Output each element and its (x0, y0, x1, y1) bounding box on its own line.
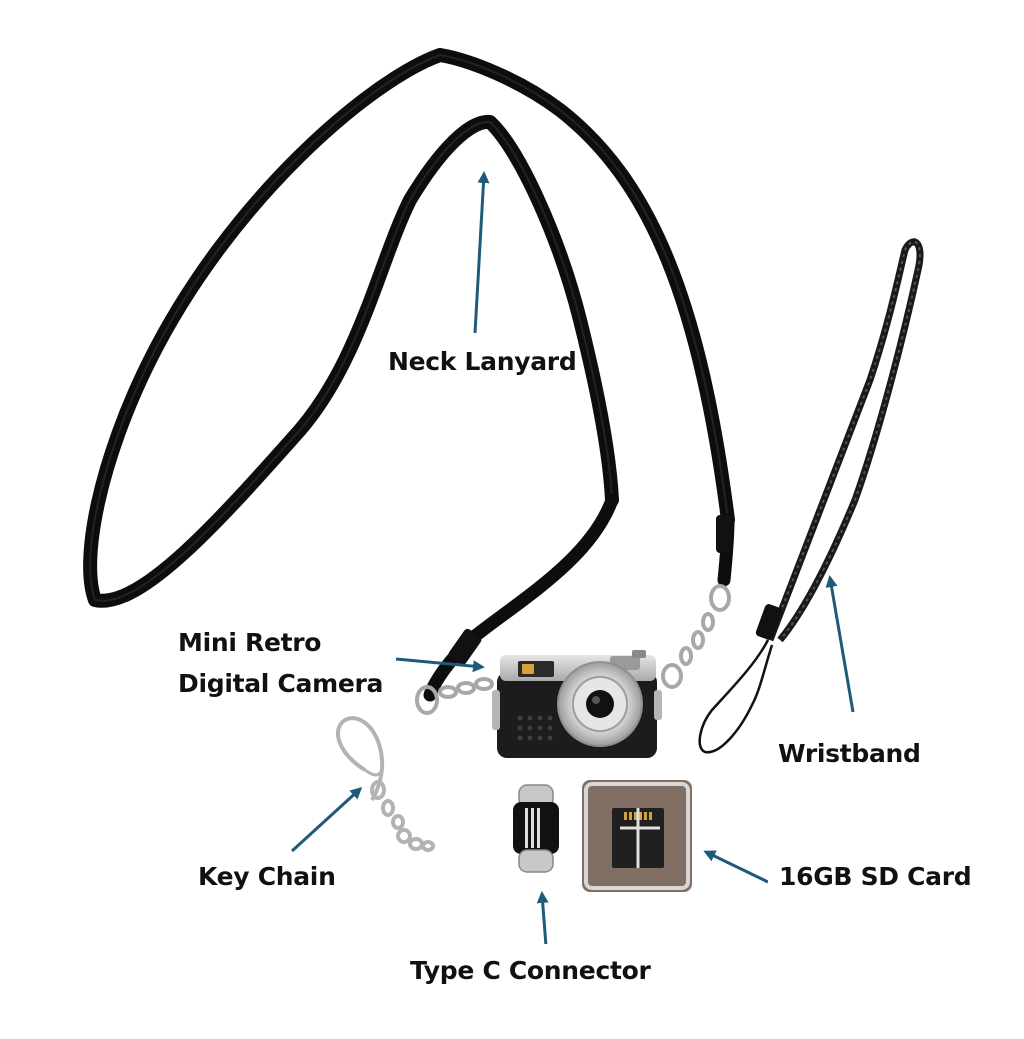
arrow-wristband (825, 575, 855, 713)
annotation-arrows (290, 171, 855, 947)
mini-retro-camera (492, 650, 662, 758)
camera-label-line2: Digital Camera (178, 669, 384, 698)
arrow-type-c (536, 891, 549, 947)
neck-lanyard-label-box (376, 340, 578, 380)
sd-card-label-box (768, 852, 978, 902)
arrow-camera (395, 657, 485, 673)
wristband-cord (698, 238, 924, 754)
lanyard-end-cap-left (448, 628, 482, 666)
type-c-label: Type C Connector (410, 956, 651, 985)
sd-card-label: 16GB SD Card (779, 862, 972, 891)
sd-card-case (582, 780, 692, 892)
arrow-neck-lanyard (473, 171, 490, 334)
right-clip-chain (661, 584, 731, 689)
key-chain-label: Key Chain (198, 862, 336, 891)
neck-lanyard-strap (83, 48, 735, 608)
key-chain-label-box (187, 852, 361, 932)
type-c-label-box (396, 944, 658, 996)
wristband-label: Wristband (778, 739, 921, 768)
arrow-key-chain (290, 786, 363, 853)
type-c-connector (513, 784, 559, 873)
lanyard-left-end (423, 493, 619, 702)
camera-label-line1: Mini Retro (178, 628, 322, 657)
left-clip-chain (415, 677, 494, 715)
lanyard-end-cap-right (716, 515, 732, 553)
neck-lanyard-label: Neck Lanyard (388, 347, 577, 376)
key-chain (335, 716, 435, 852)
arrow-sd-card (703, 850, 769, 884)
